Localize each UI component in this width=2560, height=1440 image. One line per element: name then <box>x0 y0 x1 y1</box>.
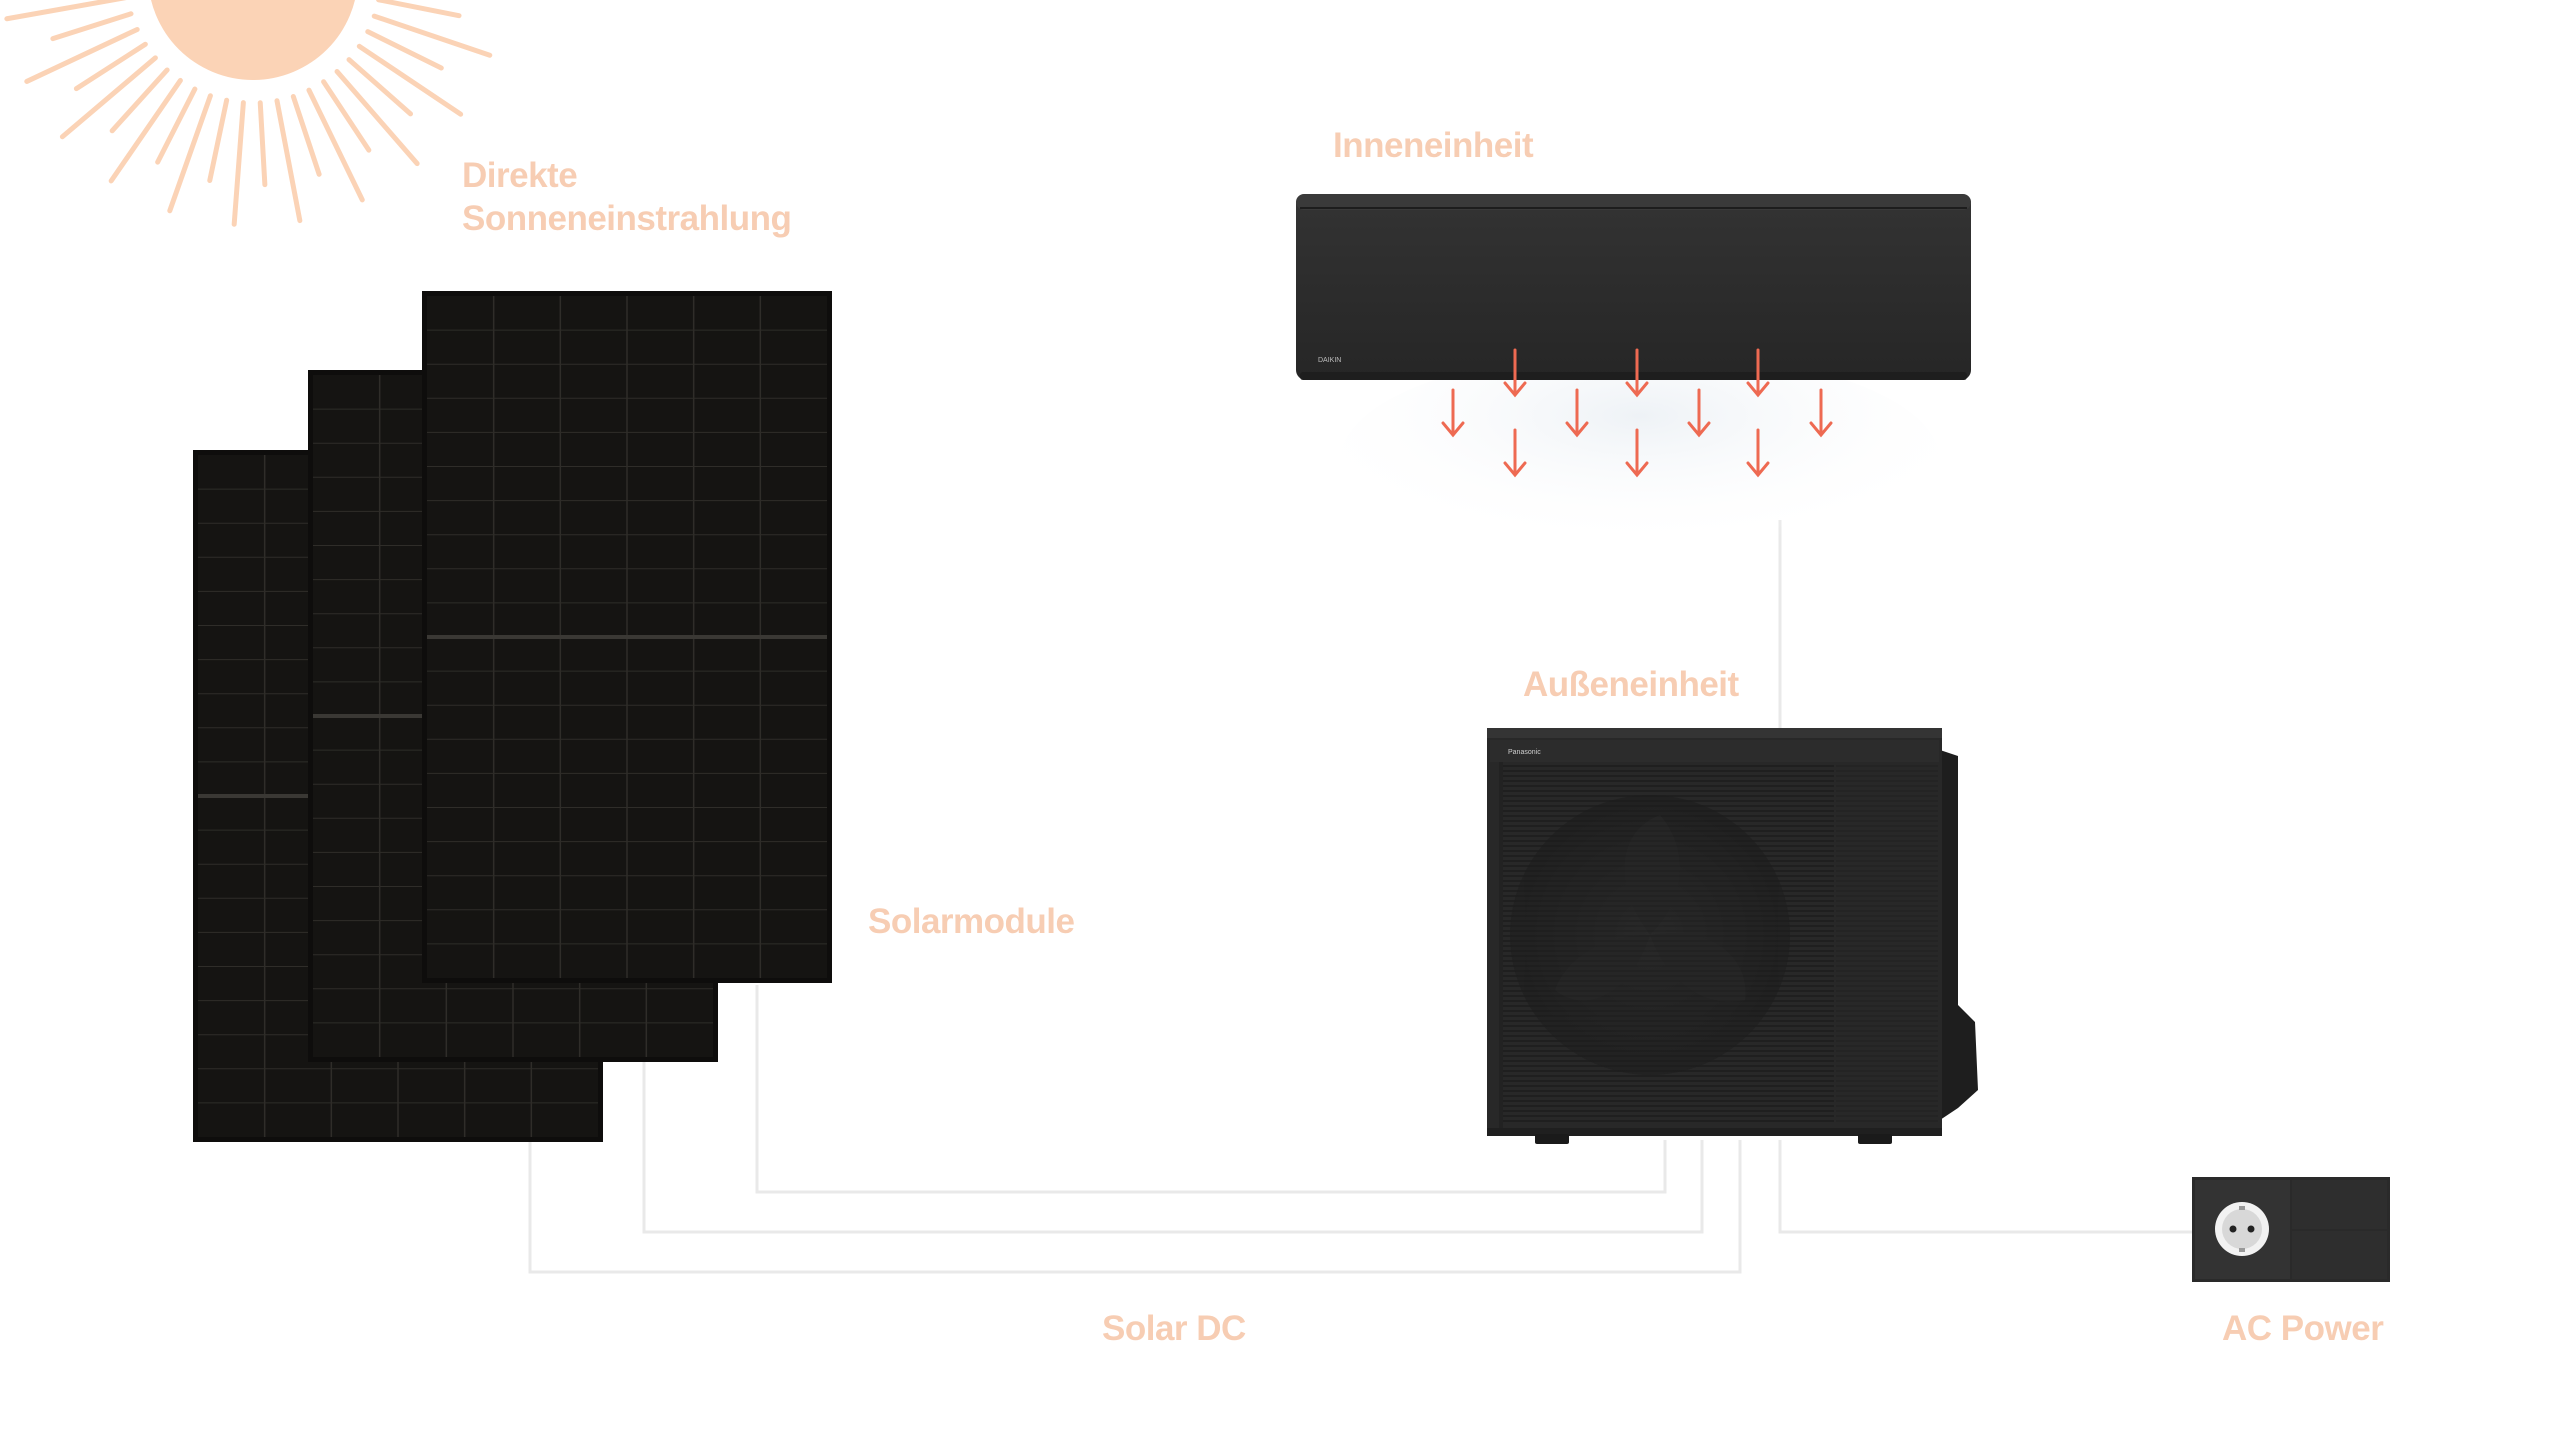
airflow-arrow-icon <box>1503 348 1527 398</box>
sun-icon <box>4 0 493 227</box>
cool-air-glow <box>1340 350 1940 570</box>
airflow-arrows <box>1441 348 1833 478</box>
sunlight-label: Direkte Sonneneinstrahlung <box>462 154 792 240</box>
airflow-arrow-icon <box>1441 388 1465 438</box>
airflow-arrow-icon <box>1687 388 1711 438</box>
solar-modules <box>193 291 832 1142</box>
power-socket-icon <box>2192 1177 2390 1282</box>
airflow-arrow-icon <box>1809 388 1833 438</box>
solar-modules-label: Solarmodule <box>868 902 1075 941</box>
airflow-arrow-icon <box>1625 428 1649 478</box>
indoor-brand-logo: DAIKIN <box>1318 357 1341 364</box>
airflow-arrow-icon <box>1746 428 1770 478</box>
outdoor-brand-logo: Panasonic <box>1508 749 1541 756</box>
solar-dc-wire-2 <box>642 1060 1704 1234</box>
airflow-arrow-icon <box>1503 428 1527 478</box>
fan-icon <box>1510 795 1790 1075</box>
solar-dc-wire-3 <box>528 1140 1742 1274</box>
outdoor-unit: Panasonic <box>1487 728 1978 1144</box>
wiring <box>528 520 2192 1274</box>
ac-power-label: AC Power <box>2222 1309 2384 1348</box>
solar-panel <box>422 291 832 983</box>
indoor-unit-label: Inneneinheit <box>1333 126 1534 165</box>
sunlight-label-line-2: Sonneneinstrahlung <box>462 199 792 238</box>
solar-dc-label: Solar DC <box>1102 1309 1246 1348</box>
airflow-arrow-icon <box>1625 348 1649 398</box>
ac-power-wire <box>1778 1140 2192 1234</box>
sunlight-label-line-1: Direkte <box>462 156 578 195</box>
airflow-arrow-icon <box>1565 388 1589 438</box>
airflow-arrow-icon <box>1746 348 1770 398</box>
indoor-unit: DAIKIN <box>1296 194 1971 570</box>
solar-dc-wire-1 <box>755 985 1667 1194</box>
outdoor-unit-label: Außeneinheit <box>1523 665 1739 704</box>
